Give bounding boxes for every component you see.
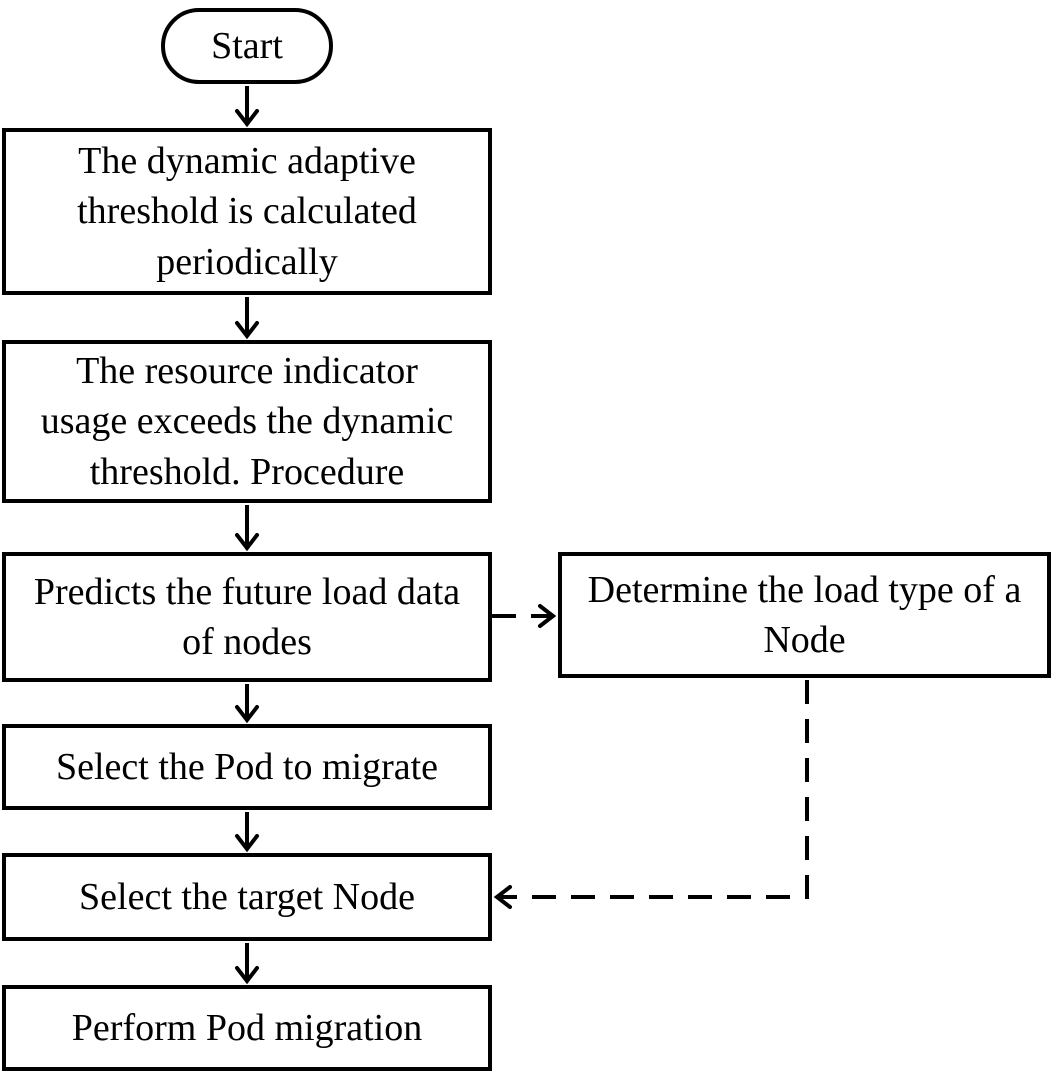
node-select-target-node-label: Select the target Node: [79, 875, 415, 918]
node-predict-load-label: Predicts the future load data of nodes: [33, 570, 461, 663]
node-select-target-node: Select the target Node: [2, 853, 492, 941]
node-start-label: Start: [211, 24, 283, 67]
node-calc-threshold: The dynamic adaptive threshold is calcul…: [2, 128, 492, 295]
node-perform-migration-label: Perform Pod migration: [71, 1006, 423, 1049]
node-select-pod: Select the Pod to migrate: [2, 724, 492, 810]
node-select-pod-label: Select the Pod to migrate: [55, 745, 439, 788]
node-calc-threshold-label: The dynamic adaptive threshold is calcul…: [77, 140, 417, 283]
node-exceed-threshold: The resource indicator usage exceeds the…: [2, 340, 492, 503]
edge-determine-load-type-to-select-target-node: [493, 680, 809, 909]
node-perform-migration: Perform Pod migration: [2, 985, 492, 1071]
node-exceed-threshold-label: The resource indicator usage exceeds the…: [40, 350, 454, 493]
node-determine-load-type-label: Determine the load type of a Node: [587, 568, 1022, 661]
node-determine-load-type: Determine the load type of a Node: [558, 552, 1051, 678]
node-start: Start: [161, 8, 333, 84]
node-predict-load: Predicts the future load data of nodes: [2, 552, 492, 682]
